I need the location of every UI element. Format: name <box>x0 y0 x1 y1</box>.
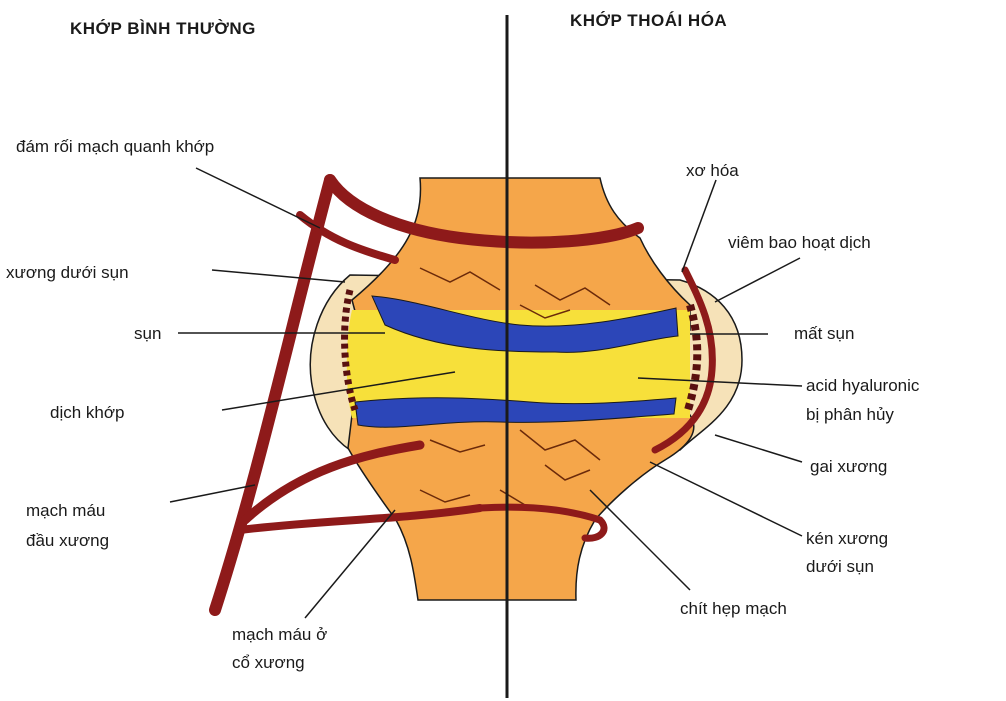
label-subchondral-bone: xương dưới sụn <box>6 263 129 282</box>
label-neck-vessels-line1: mạch máu ở <box>232 625 327 644</box>
label-epiphyseal-vessels-line2: đầu xương <box>26 531 109 550</box>
label-osteophyte: gai xương <box>810 457 887 476</box>
label-cartilage: sụn <box>134 324 161 343</box>
label-fibrosis: xơ hóa <box>686 161 739 180</box>
label-subchondral-cyst-line2: dưới sụn <box>806 557 874 576</box>
label-cartilage-loss: mất sụn <box>794 324 854 343</box>
title-degenerative-joint: KHỚP THOÁI HÓA <box>570 11 727 30</box>
label-vascular-plexus: đám rối mạch quanh khớp <box>16 137 214 156</box>
label-epiphyseal-vessels-line1: mạch máu <box>26 501 105 520</box>
label-neck-vessels-line2: cổ xương <box>232 653 305 672</box>
label-synovial-fluid: dịch khớp <box>50 403 124 422</box>
label-vessel-stenosis: chít hẹp mạch <box>680 599 787 618</box>
label-hyaluronic-line2: bị phân hủy <box>806 405 894 424</box>
label-hyaluronic-line1: acid hyaluronic <box>806 376 920 395</box>
label-synovitis: viêm bao hoạt dịch <box>728 233 871 252</box>
title-normal-joint: KHỚP BÌNH THƯỜNG <box>70 19 256 38</box>
label-subchondral-cyst-line1: kén xương <box>806 529 888 548</box>
